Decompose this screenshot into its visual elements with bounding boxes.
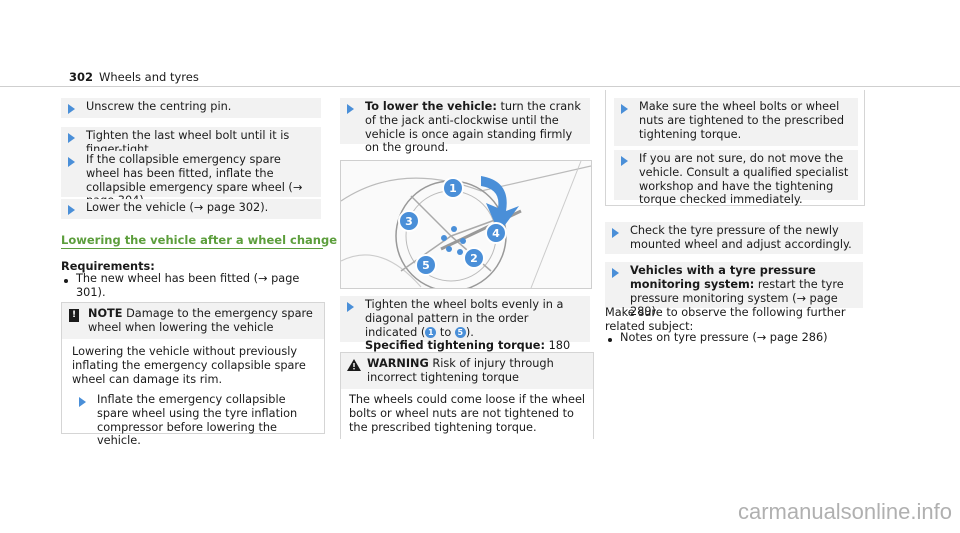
requirement-item: The new wheel has been fitted (→ page 30…	[76, 272, 300, 299]
warning-triangle-icon	[347, 359, 361, 371]
step-text: Make sure the wheel bolts or wheel nuts …	[639, 100, 844, 141]
warning-continued-box: Make sure the wheel bolts or wheel nuts …	[605, 90, 865, 206]
step-check-pressure: Check the tyre pressure of the newly mou…	[605, 222, 863, 254]
step-arrow-icon	[612, 228, 619, 238]
bullet-icon	[64, 279, 68, 283]
step-text: Lower the vehicle (→ page 302).	[86, 201, 269, 214]
note-header: ! NOTE Damage to the emergency spare whe…	[62, 303, 324, 339]
step-arrow-icon	[621, 104, 628, 114]
bullet-icon	[608, 338, 612, 342]
warning-header: WARNING Risk of injury through incorrect…	[341, 353, 593, 389]
number-1-icon: 1	[425, 327, 437, 339]
box-step-consult: If you are not sure, do not move the veh…	[614, 150, 858, 206]
further-link-tyre-pressure[interactable]: Notes on tyre pressure (→ page 286)	[620, 331, 828, 344]
note-title: Damage to the emergency spare wheel when…	[88, 307, 313, 334]
step-text-end: ).	[465, 325, 474, 339]
step-restart-tpms: Vehicles with a tyre pressure monitoring…	[605, 262, 863, 318]
step-text: Tighten the wheel bolts evenly in a diag…	[365, 298, 564, 339]
warning-box: WARNING Risk of injury through incorrect…	[340, 352, 594, 439]
step-arrow-icon	[621, 156, 628, 166]
further-info-text: Make sure to observe the following furth…	[605, 306, 846, 333]
header-divider	[0, 86, 960, 87]
step-lower-vehicle: Lower the vehicle (→ page 302).	[61, 199, 321, 219]
page-header-title: Wheels and tyres	[99, 70, 199, 84]
step-lower-vehicle-crank: To lower the vehicle: turn the crank of …	[340, 98, 590, 154]
note-body: Lowering the vehicle without previously …	[72, 345, 306, 386]
step-text: Inflate the emergency collapsible spare …	[97, 393, 298, 448]
step-arrow-icon	[612, 268, 619, 278]
step-arrow-icon	[79, 397, 86, 407]
page-header: 302 Wheels and tyres	[69, 70, 199, 84]
step-text: If you are not sure, do not move the veh…	[639, 152, 849, 207]
warning-title: Risk of injury through incorrect tighten…	[367, 357, 554, 384]
step-text-to: to	[439, 325, 452, 339]
step-inflate-spare: If the collapsible emergency spare wheel…	[61, 151, 321, 207]
bolt-label-4: 4	[492, 227, 500, 240]
note-box: ! NOTE Damage to the emergency spare whe…	[61, 302, 325, 447]
warning-body: The wheels could come loose if the wheel…	[349, 393, 586, 434]
step-arrow-icon	[68, 104, 75, 114]
section-title-underline	[61, 248, 323, 249]
step-bold-label: Vehicles with a tyre pressure monitoring…	[630, 264, 816, 291]
step-tighten-bolts: Tighten the wheel bolts evenly in a diag…	[340, 296, 590, 366]
step-arrow-icon	[347, 104, 354, 114]
box-step-check-torque: Make sure the wheel bolts or wheel nuts …	[614, 98, 858, 146]
step-bold-label: To lower the vehicle:	[365, 100, 497, 113]
note-label: NOTE	[88, 307, 123, 320]
step-text: restart the tyre pressure monitoring sys…	[630, 277, 844, 319]
watermark: carmanualsonline.info	[737, 499, 952, 524]
step-text: turn the crank of the jack anti-clockwis…	[365, 100, 581, 155]
wheel-bolt-illustration: 1 2 3 4 5	[340, 160, 592, 289]
step-text: Unscrew the centring pin.	[86, 100, 232, 113]
bolt-label-5: 5	[422, 259, 430, 272]
step-unscrew-pin: Unscrew the centring pin.	[61, 98, 321, 118]
note-step: Inflate the emergency collapsible spare …	[72, 391, 316, 447]
warning-label: WARNING	[367, 357, 429, 370]
step-text: Check the tyre pressure of the newly mou…	[630, 224, 852, 251]
step-arrow-icon	[68, 205, 75, 215]
bolt-label-1: 1	[449, 182, 457, 195]
step-arrow-icon	[68, 157, 75, 167]
wheel-diagram: 1 2 3 4 5	[341, 161, 591, 288]
number-5-icon: 5	[454, 327, 466, 339]
section-title: Lowering the vehicle after a wheel chang…	[61, 233, 337, 247]
bolt-label-2: 2	[470, 252, 478, 265]
torque-label: Specified tightening torque:	[365, 339, 545, 353]
step-arrow-icon	[68, 133, 75, 143]
step-arrow-icon	[347, 302, 354, 312]
rotation-arrow-icon	[481, 176, 519, 233]
requirements-label: Requirements:	[61, 260, 155, 273]
note-icon: !	[69, 309, 79, 322]
page-number: 302	[69, 70, 94, 84]
bolt-label-3: 3	[405, 215, 413, 228]
